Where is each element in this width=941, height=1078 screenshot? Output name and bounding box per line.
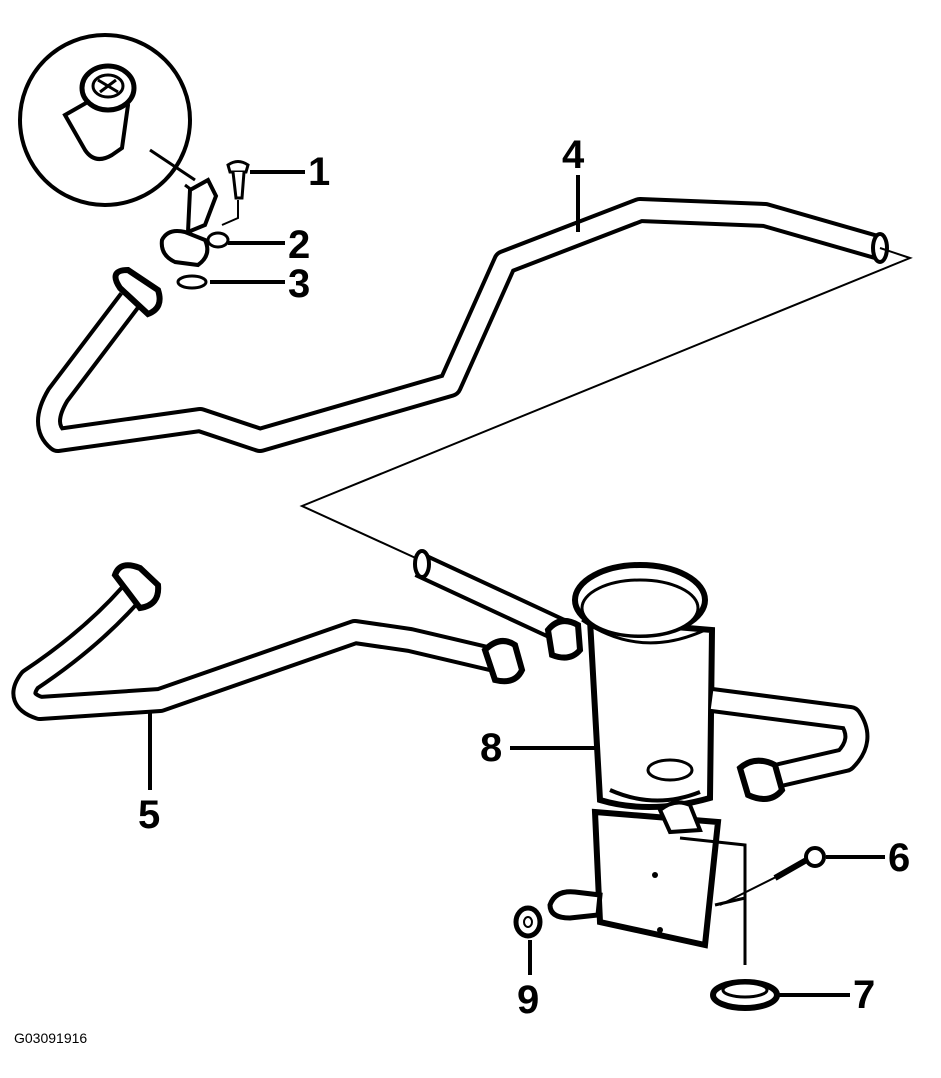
- o-ring-part-3: [176, 274, 285, 290]
- drawing-id: G03091916: [14, 1030, 88, 1046]
- hose-part-5: [11, 562, 526, 790]
- callout-3: 3: [288, 262, 311, 306]
- callout-8: 8: [480, 726, 503, 770]
- callout-4: 4: [562, 133, 585, 177]
- clamp-part-7: [710, 979, 850, 1011]
- washer-part-9: [513, 905, 543, 975]
- bleed-screw-part-1: [226, 160, 305, 200]
- reservoir-outlet-hose: [710, 687, 870, 802]
- valve-fitting-part-2: [159, 177, 285, 268]
- reservoir-part-8: [510, 562, 716, 811]
- callout-2: 2: [288, 223, 311, 267]
- bolt-part-6: [773, 846, 885, 881]
- hose-part-4: [36, 175, 889, 453]
- callout-1: 1: [308, 150, 331, 194]
- detail-magnifier: [18, 33, 206, 207]
- callout-7: 7: [853, 973, 876, 1017]
- bleeder-cap-detail: [62, 63, 137, 161]
- callout-9: 9: [517, 978, 540, 1022]
- reservoir-inlet-hose: [413, 549, 584, 661]
- callout-6: 6: [888, 836, 911, 880]
- mounting-bracket: [547, 800, 791, 965]
- callout-5: 5: [138, 793, 161, 837]
